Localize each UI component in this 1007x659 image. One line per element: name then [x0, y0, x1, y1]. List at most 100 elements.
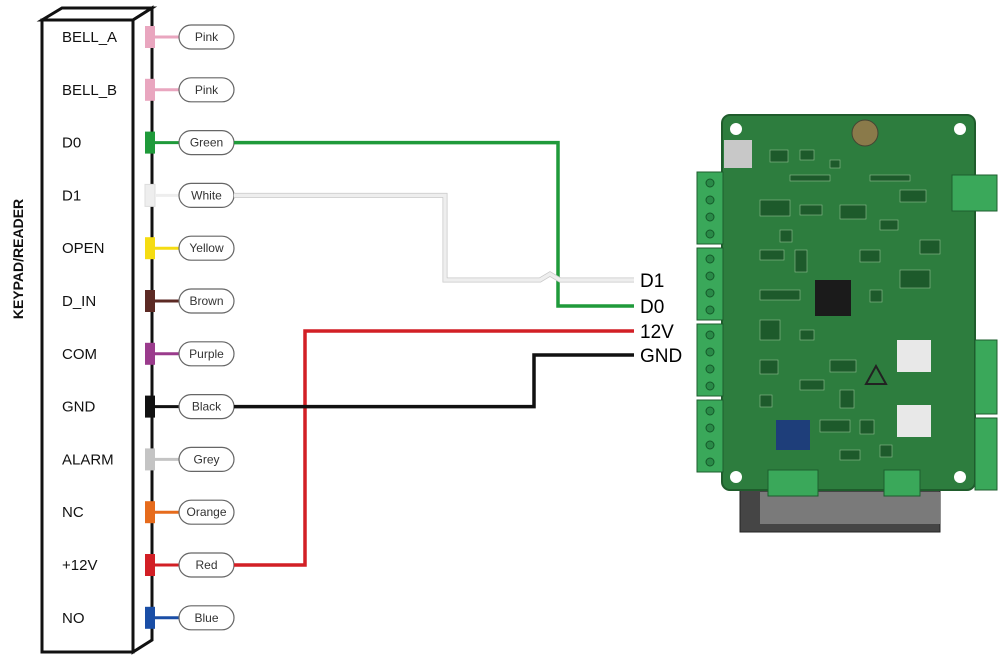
controller-label-d0: D0: [640, 297, 664, 318]
wire-routes: [234, 140, 634, 567]
wire-color-pill: [178, 24, 235, 50]
pcb-component: [829, 359, 857, 373]
pcb-component: [759, 319, 781, 341]
terminal-row-12v: +12V Red: [62, 552, 235, 578]
terminal-screw: [705, 330, 715, 340]
wire-color-swatch: [145, 131, 155, 154]
terminal-label: COM: [62, 346, 97, 363]
terminal-label: NC: [62, 504, 84, 521]
terminal-label: BELL_A: [62, 29, 117, 46]
pcb-component: [829, 159, 841, 169]
wire-color-swatch: [145, 26, 155, 48]
terminal-label: D0: [62, 135, 81, 152]
terminal-screw: [705, 347, 715, 357]
mounting-hole: [954, 471, 966, 483]
pcb-component: [899, 269, 931, 289]
terminal-screw: [705, 381, 715, 391]
wire-color-swatch: [145, 342, 155, 365]
usb-port: [724, 140, 752, 168]
wire-outline-white: [234, 192, 634, 283]
wire-color-swatch: [144, 183, 156, 207]
terminal-row-open: OPEN Yellow: [62, 235, 235, 261]
terminal-row-alarm: ALARM Grey: [62, 446, 235, 472]
wire-color-label: Green: [190, 136, 223, 150]
terminal-label: GND: [62, 399, 96, 416]
wire-color-label: Red: [195, 558, 217, 572]
wire-color-label: White: [191, 188, 222, 202]
pcb-components: [705, 149, 941, 467]
wire-color-label: Orange: [186, 505, 226, 519]
wire-color-label: Grey: [193, 452, 219, 466]
wire-color-pill: [178, 235, 235, 261]
wire-color-swatch: [145, 606, 155, 629]
terminal-label: OPEN: [62, 240, 105, 257]
wire-color-swatch: [145, 501, 155, 524]
terminal-screw: [705, 423, 715, 433]
controller-terminal-blocks-bottom: [767, 469, 921, 497]
terminal-screw: [705, 254, 715, 264]
mounting-hole: [730, 471, 742, 483]
terminal-screw: [705, 457, 715, 467]
terminal-screw: [705, 195, 715, 205]
terminal-label: NO: [62, 610, 85, 627]
pcb-component: [799, 379, 825, 391]
pcb-component: [799, 329, 815, 341]
wire-color-label: Brown: [189, 294, 223, 308]
wire-color-label: Purple: [189, 347, 224, 361]
keypad-reader-box: [36, 5, 158, 655]
pcb-component: [759, 394, 773, 408]
terminal-screw: [705, 305, 715, 315]
pcb-component: [859, 419, 875, 435]
wire-color-swatch: [145, 395, 155, 418]
terminal-label: +12V: [62, 557, 97, 574]
terminal-screw: [705, 440, 715, 450]
pcb-component: [779, 229, 793, 243]
terminal-screw: [705, 406, 715, 416]
terminal-row-bell-a: BELL_A Pink: [62, 24, 235, 50]
pcb-component: [839, 389, 855, 409]
pcb-component: [869, 289, 883, 303]
controller-label-d1: D1: [640, 271, 664, 292]
terminal-label: BELL_B: [62, 82, 117, 99]
terminal-screw: [705, 288, 715, 298]
terminal-row-gnd: GND Black: [62, 394, 235, 420]
wire-color-swatch: [145, 78, 155, 101]
wire-color-pill: [178, 77, 235, 103]
pcb-component: [879, 444, 893, 458]
pcb-component: [819, 419, 851, 433]
pcb-component: [839, 449, 861, 461]
dip-switch: [776, 420, 810, 450]
warning-icon: [864, 363, 888, 385]
wire-red: [234, 329, 634, 567]
pcb-component: [759, 359, 779, 375]
pcb-component: [789, 174, 831, 182]
terminal-screw: [705, 212, 715, 222]
relay: [897, 405, 931, 437]
keypad-reader-title: KEYPAD/READER: [10, 199, 26, 319]
wire-color-pill: [178, 341, 235, 367]
wire-color-pill: [178, 288, 235, 314]
wire-color-label: Pink: [195, 30, 219, 44]
mounting-hole: [730, 123, 742, 135]
terminal-screw: [705, 364, 715, 374]
pcb-component: [759, 289, 801, 301]
pcb-component: [839, 204, 867, 220]
pcb-component: [759, 199, 791, 217]
pcb-component: [759, 249, 785, 261]
pcb-component: [919, 239, 941, 255]
pcb-component: [769, 149, 789, 163]
terminal-label: ALARM: [62, 451, 114, 468]
pcb-component: [799, 149, 815, 161]
relay: [897, 340, 931, 372]
wire-color-label: Black: [192, 400, 222, 414]
wire-color-label: Yellow: [189, 241, 224, 255]
battery-cell: [851, 119, 879, 147]
terminal-row-nc: NC Orange: [62, 499, 235, 525]
controller-board: [696, 114, 998, 533]
